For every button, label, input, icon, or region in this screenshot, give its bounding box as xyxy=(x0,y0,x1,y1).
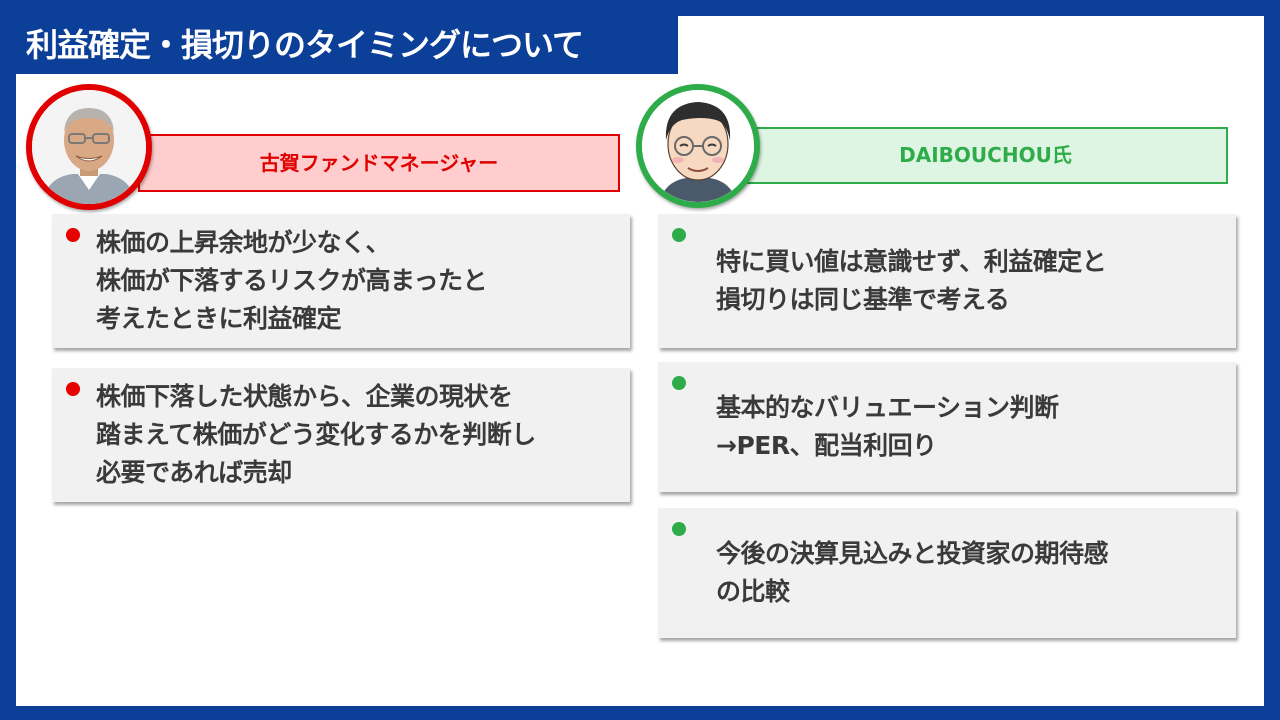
left-person-name: 古賀ファンドマネージャー xyxy=(138,134,620,192)
right-person-avatar xyxy=(636,84,760,208)
right-point-text: 特に買い値は意識せず、利益確定と 損切りは同じ基準で考える xyxy=(716,247,1107,314)
person-illustration-icon xyxy=(642,90,754,202)
red-bullet-icon xyxy=(66,382,80,396)
green-bullet-icon xyxy=(672,228,686,242)
person-photo-icon xyxy=(32,90,146,204)
green-bullet-icon xyxy=(672,522,686,536)
slide-title: 利益確定・損切りのタイミングについて xyxy=(16,16,678,74)
right-person-name: DAIBOUCHOU氏 xyxy=(743,127,1228,184)
left-point-text: 株価下落した状態から、企業の現状を 踏まえて株価がどう変化するかを判断し 必要で… xyxy=(96,382,536,487)
left-point-text: 株価の上昇余地が少なく、 株価が下落するリスクが高まったと 考えたときに利益確定 xyxy=(96,228,488,333)
slide: 利益確定・損切りのタイミングについて 古賀ファンドマネージャー 株価の上昇余地が… xyxy=(16,16,1264,706)
right-point-card: 特に買い値は意識せず、利益確定と 損切りは同じ基準で考える xyxy=(658,214,1236,348)
red-bullet-icon xyxy=(66,228,80,242)
left-point-card: 株価の上昇余地が少なく、 株価が下落するリスクが高まったと 考えたときに利益確定 xyxy=(52,214,630,348)
right-point-card: 今後の決算見込みと投資家の期待感 の比較 xyxy=(658,508,1236,638)
right-point-text: 今後の決算見込みと投資家の期待感 の比較 xyxy=(716,539,1109,606)
left-point-card: 株価下落した状態から、企業の現状を 踏まえて株価がどう変化するかを判断し 必要で… xyxy=(52,368,630,502)
right-point-text: 基本的なバリュエーション判断 →PER、配当利回り xyxy=(716,393,1059,460)
left-person-avatar xyxy=(26,84,152,210)
right-point-card: 基本的なバリュエーション判断 →PER、配当利回り xyxy=(658,362,1236,492)
green-bullet-icon xyxy=(672,376,686,390)
